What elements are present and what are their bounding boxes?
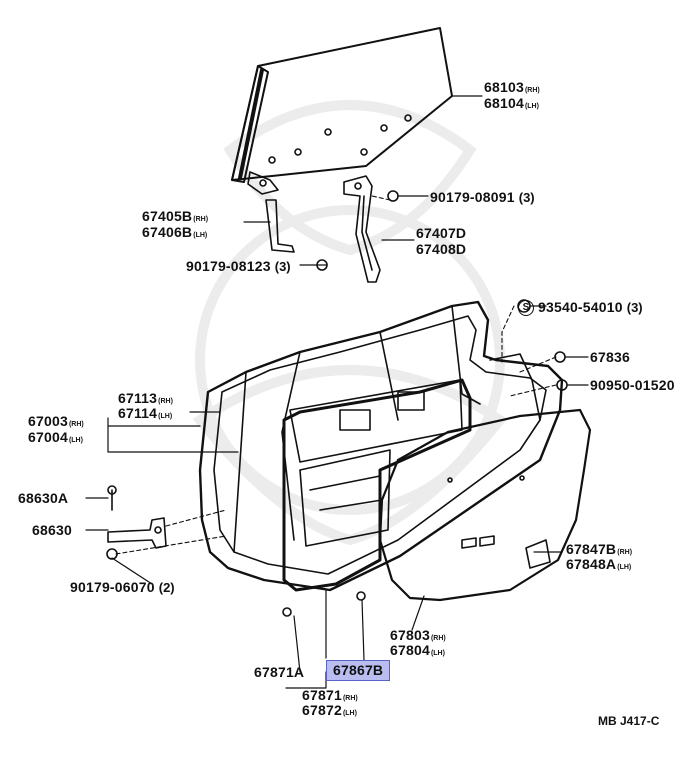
part-label-67871[interactable]: 67871(RH) [302, 687, 358, 703]
part-label-68103[interactable]: 68103(RH) [484, 79, 540, 95]
part-label-67003[interactable]: 67003(RH) [28, 413, 84, 429]
part-label-67407D[interactable]: 67407D [416, 225, 467, 241]
door-weatherstrip [282, 378, 472, 592]
part-label-67113[interactable]: 67113(RH) [118, 390, 173, 406]
part-label-67408D[interactable]: 67408D [416, 241, 467, 257]
bolt-icons [106, 190, 568, 617]
door-panel-frame [198, 300, 564, 592]
part-label-68630A[interactable]: 68630A [18, 490, 69, 506]
part-label-67867B-highlighted[interactable]: 67867B [326, 660, 391, 681]
part-label-67836[interactable]: 67836 [590, 349, 630, 365]
part-label-90950-01520[interactable]: 90950-01520 [590, 377, 675, 393]
part-label-67848A[interactable]: 67848A(LH) [566, 556, 632, 572]
dashed-guide-lines [115, 195, 557, 555]
part-label-67872[interactable]: 67872(LH) [302, 702, 357, 718]
front-run-channel [247, 171, 295, 253]
rear-run-channel [343, 175, 381, 283]
diagram-code: MB J417-C [598, 714, 660, 728]
part-label-68630[interactable]: 68630 [32, 522, 72, 538]
part-label-90179-08091[interactable]: 90179-08091(3) [430, 189, 535, 206]
door-glass [231, 27, 453, 183]
part-label-67405B[interactable]: 67405B(RH) [142, 208, 209, 224]
screw-symbol-icon: S [518, 300, 534, 317]
part-label-90179-08123[interactable]: 90179-08123(3) [186, 258, 291, 275]
part-label-67004[interactable]: 67004(LH) [28, 429, 83, 445]
part-label-90179-06070[interactable]: 90179-06070(2) [70, 579, 175, 596]
door-trim-board [378, 408, 592, 602]
part-label-67114[interactable]: 67114(LH) [118, 405, 173, 421]
part-label-67406B[interactable]: 67406B(LH) [142, 224, 208, 240]
part-label-67804[interactable]: 67804(LH) [390, 642, 445, 658]
door-check [107, 517, 167, 549]
part-label-68104[interactable]: 68104(LH) [484, 95, 539, 111]
part-label-67871A[interactable]: 67871A [254, 664, 305, 680]
trim-cover-piece [525, 539, 551, 569]
watermark-emblem [192, 100, 508, 546]
part-label-67847B[interactable]: 67847B(RH) [566, 541, 633, 557]
leader-lines [85, 95, 589, 689]
part-label-67803[interactable]: 67803(RH) [390, 627, 446, 643]
